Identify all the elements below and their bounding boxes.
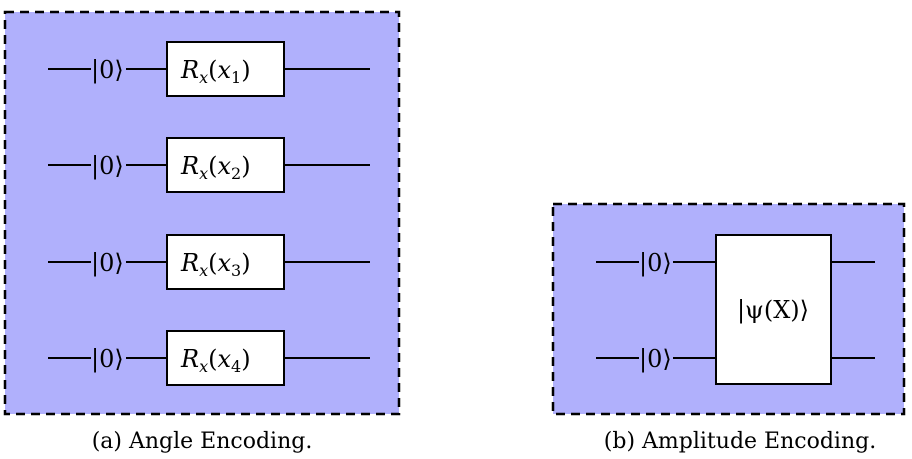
caption-b: (b) Amplitude Encoding.	[604, 429, 876, 454]
rx-gate-2	[166, 137, 285, 193]
rx-gate-3-label: Rx(x3)	[180, 249, 251, 280]
state-prep-gate-label: |ψ(X)⟩	[737, 296, 809, 325]
rx-gate-1-label: Rx(x1)	[180, 56, 251, 87]
ket-zero: |0⟩	[639, 345, 672, 374]
amplitude-encoding-panel: |0⟩ |0⟩ |ψ(X)⟩ (b) Amplitude Encoding.	[551, 202, 906, 454]
wire-3: |0⟩ Rx(x3)	[48, 234, 370, 290]
caption-a: (a) Angle Encoding.	[92, 429, 313, 454]
wire-4: |0⟩ Rx(x4)	[48, 330, 370, 386]
ket-zero: |0⟩	[91, 345, 124, 374]
ket-zero: |0⟩	[91, 249, 124, 278]
rx-gate-1	[166, 41, 285, 97]
rx-gate-4	[166, 330, 285, 386]
wire-1: |0⟩	[596, 249, 875, 278]
angle-encoding-panel: |0⟩ Rx(x1) |0⟩ Rx(x2) |0⟩ Rx(x3) |0⟩	[3, 10, 401, 454]
wire-1: |0⟩ Rx(x1)	[48, 41, 370, 97]
rx-gate-2-label: Rx(x2)	[180, 152, 251, 183]
wire-2: |0⟩	[596, 345, 875, 374]
ket-zero: |0⟩	[91, 56, 124, 85]
ket-zero: |0⟩	[639, 249, 672, 278]
rx-gate-4-label: Rx(x4)	[180, 345, 251, 376]
ket-zero: |0⟩	[91, 152, 124, 181]
state-prep-gate	[715, 234, 832, 385]
wire-2: |0⟩ Rx(x2)	[48, 137, 370, 193]
